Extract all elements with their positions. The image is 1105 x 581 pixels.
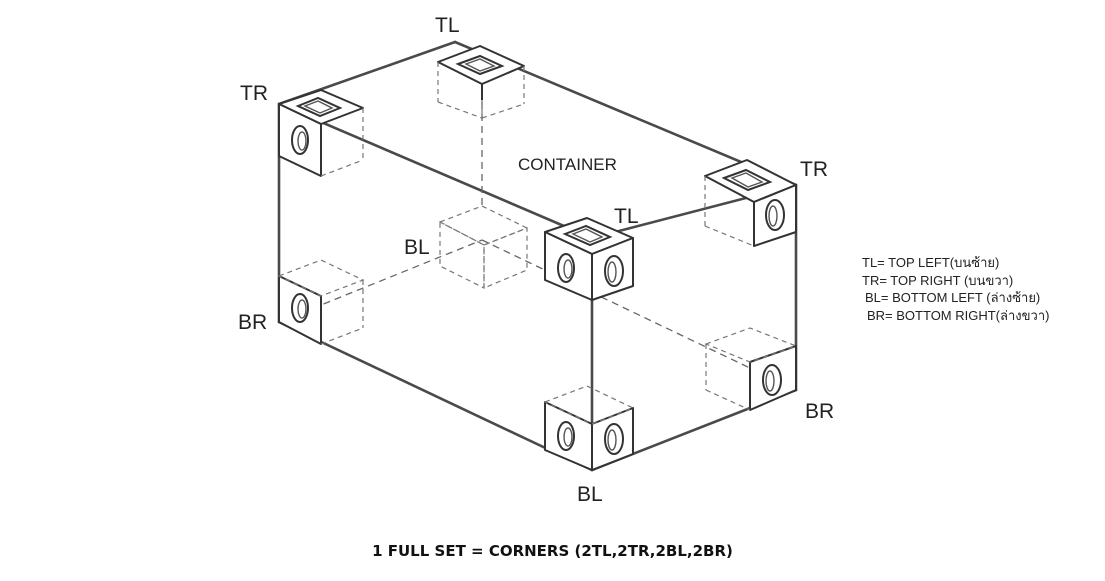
legend-item-tr: TR= TOP RIGHT (บนขวา) bbox=[862, 272, 1014, 288]
corner-bl-front bbox=[543, 385, 635, 471]
footer-caption: 1 FULL SET = CORNERS (2TL,2TR,2BL,2BR) bbox=[372, 542, 733, 560]
legend-item-tl: TL= TOP LEFT(บนซ้าย) bbox=[862, 255, 1000, 270]
corner-tl-top bbox=[437, 45, 525, 119]
container-hidden-edges bbox=[278, 90, 797, 391]
corner-bl-hidden bbox=[438, 205, 529, 289]
legend-item-br: BR= BOTTOM RIGHT(ล่างขวา) bbox=[867, 307, 1050, 323]
label-br-right: BR bbox=[805, 400, 834, 423]
label-br-left: BR bbox=[238, 311, 267, 334]
corner-tr-left bbox=[278, 89, 364, 177]
corner-br-right bbox=[704, 327, 798, 411]
container-label: CONTAINER bbox=[518, 155, 617, 174]
corner-tr-right bbox=[704, 159, 797, 247]
label-tl-top: TL bbox=[435, 14, 460, 37]
label-tr-right: TR bbox=[800, 158, 828, 181]
corner-tl-front bbox=[544, 217, 634, 301]
legend-item-bl: BL= BOTTOM LEFT (ล่างซ้าย) bbox=[865, 290, 1041, 305]
label-tl-front: TL bbox=[614, 205, 639, 228]
legend: TL= TOP LEFT(บนซ้าย) TR= TOP RIGHT (บนขว… bbox=[862, 254, 1049, 324]
label-bl-front: BL bbox=[577, 483, 603, 506]
label-bl-hidden: BL bbox=[404, 236, 430, 259]
corner-br-left bbox=[277, 259, 365, 345]
label-tr-left: TR bbox=[240, 82, 268, 105]
